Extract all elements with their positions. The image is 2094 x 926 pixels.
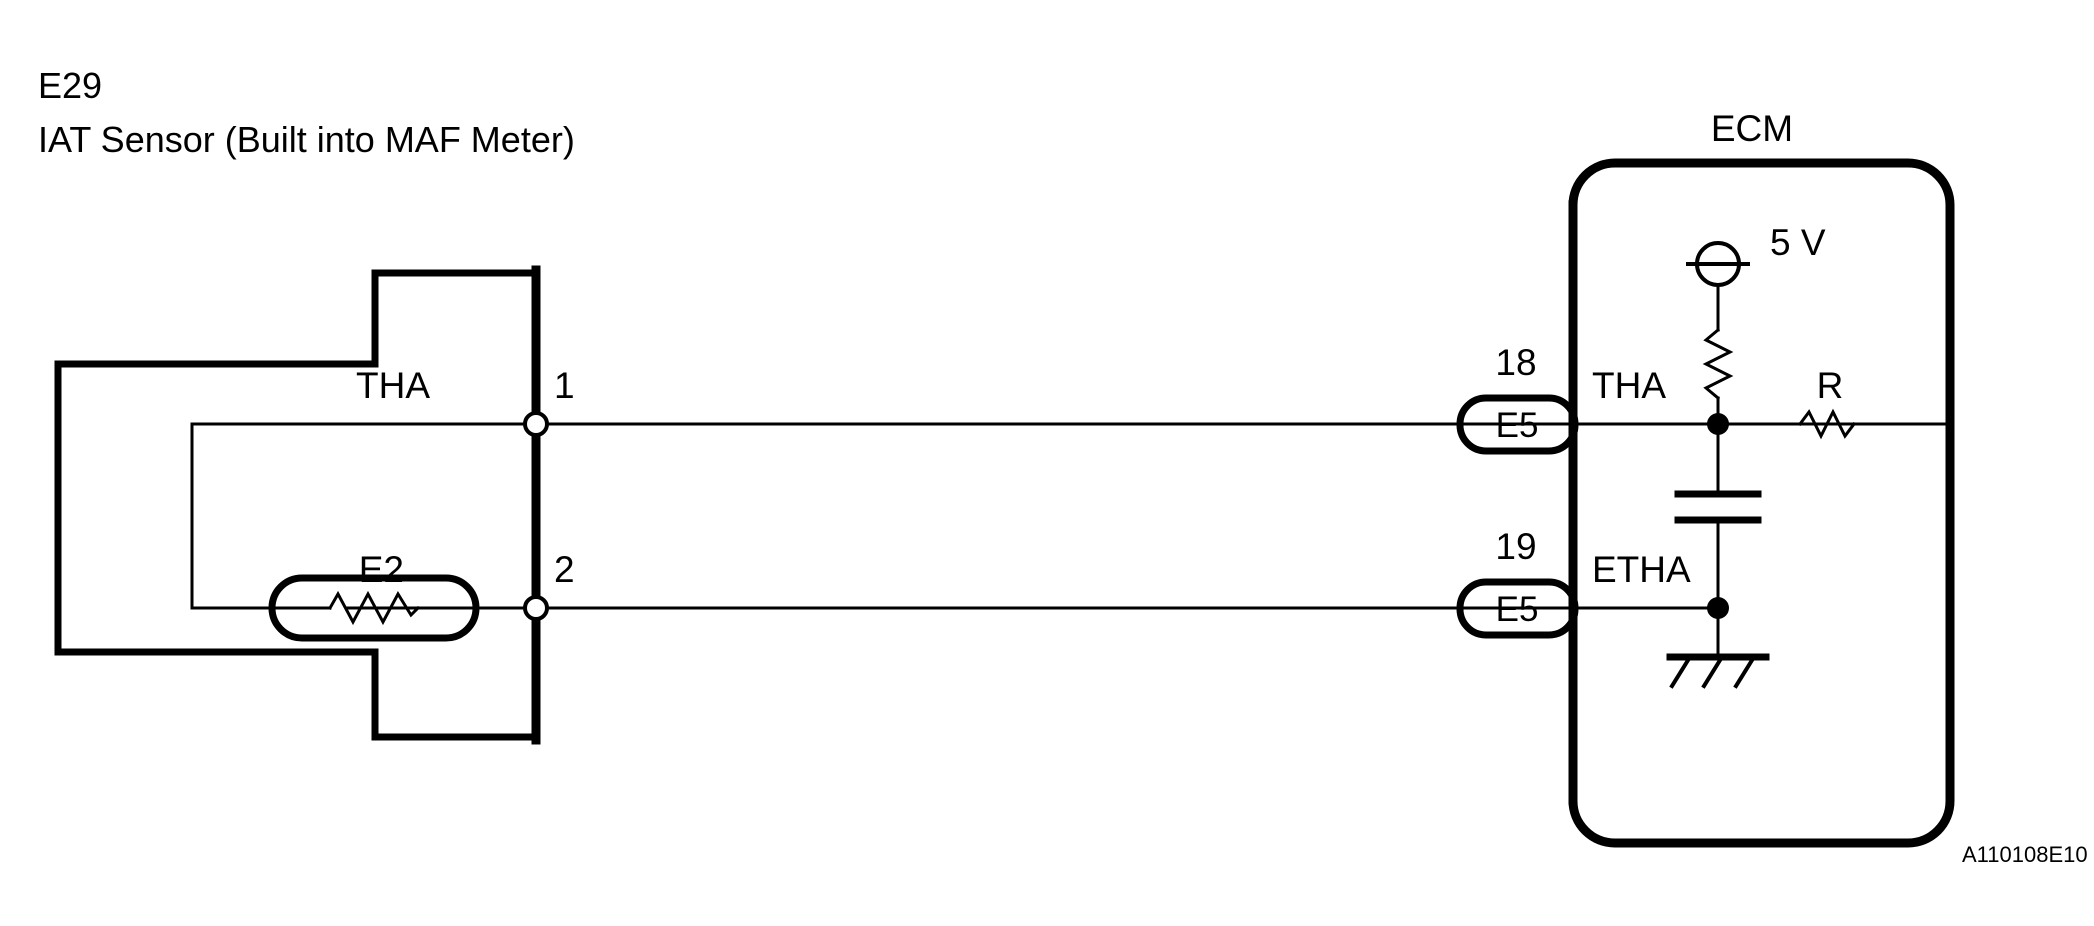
sensor-pin-1-signal-label: THA [356,365,430,406]
ecm-pullup-resistor [1702,327,1734,426]
ground-hatch-3 [1733,654,1757,689]
sensor-pin-1-number: 1 [554,365,575,406]
ecm-title: ECM [1711,108,1793,149]
sensor-pin-1-group: THA 1 [356,365,575,437]
ecm-terminal-19-pin-number: 19 [1495,526,1536,567]
sensor-pin-2-terminal [523,595,549,621]
series-resistor-label: R [1817,365,1844,406]
sensor-pin-1-terminal [523,411,549,437]
ecm-terminal-19-group: 19 E5 ETHA [1456,526,1691,639]
harness-wires [545,422,1577,610]
ecm-terminal-19-signal-label: ETHA [1592,549,1691,590]
series-resistor-zigzag [1797,408,1857,440]
ground-hatch-1 [1669,654,1693,689]
ecm-internal-network [1573,413,1862,689]
sensor-name: IAT Sensor (Built into MAF Meter) [38,119,575,160]
figure-code-label: A110108E10 [1962,842,2088,867]
ecm-box [1568,158,1955,848]
sensor-pin-2-signal-label: E2 [359,549,404,590]
ecm-terminal-18-pin-number: 18 [1495,342,1536,383]
supply-voltage-label: 5 V [1770,222,1826,263]
chassis-ground-icon [1666,653,1770,689]
ground-hatch-2 [1701,654,1725,689]
thermistor-zigzag [327,590,421,626]
ecm-terminal-18-signal-label: THA [1592,365,1666,406]
sensor-pin-2-group: E2 2 [359,549,575,621]
ecm-connector-e5-upper-label: E5 [1496,406,1539,445]
sensor-housing-outline [54,265,541,745]
sensor-housing-path [54,269,540,741]
ecm-series-resistor: R [1797,365,1952,440]
pullup-resistor-zigzag [1702,327,1734,401]
sensor-pin-2-number: 2 [554,549,575,590]
ecm-connector-e5-lower-label: E5 [1496,590,1539,629]
thermistor-symbol [268,574,480,642]
ecm-5v-supply: 5 V [1686,222,1826,332]
ecm-terminal-18-group: 18 E5 THA [1456,342,1666,455]
sensor-connector-id: E29 [38,65,102,106]
